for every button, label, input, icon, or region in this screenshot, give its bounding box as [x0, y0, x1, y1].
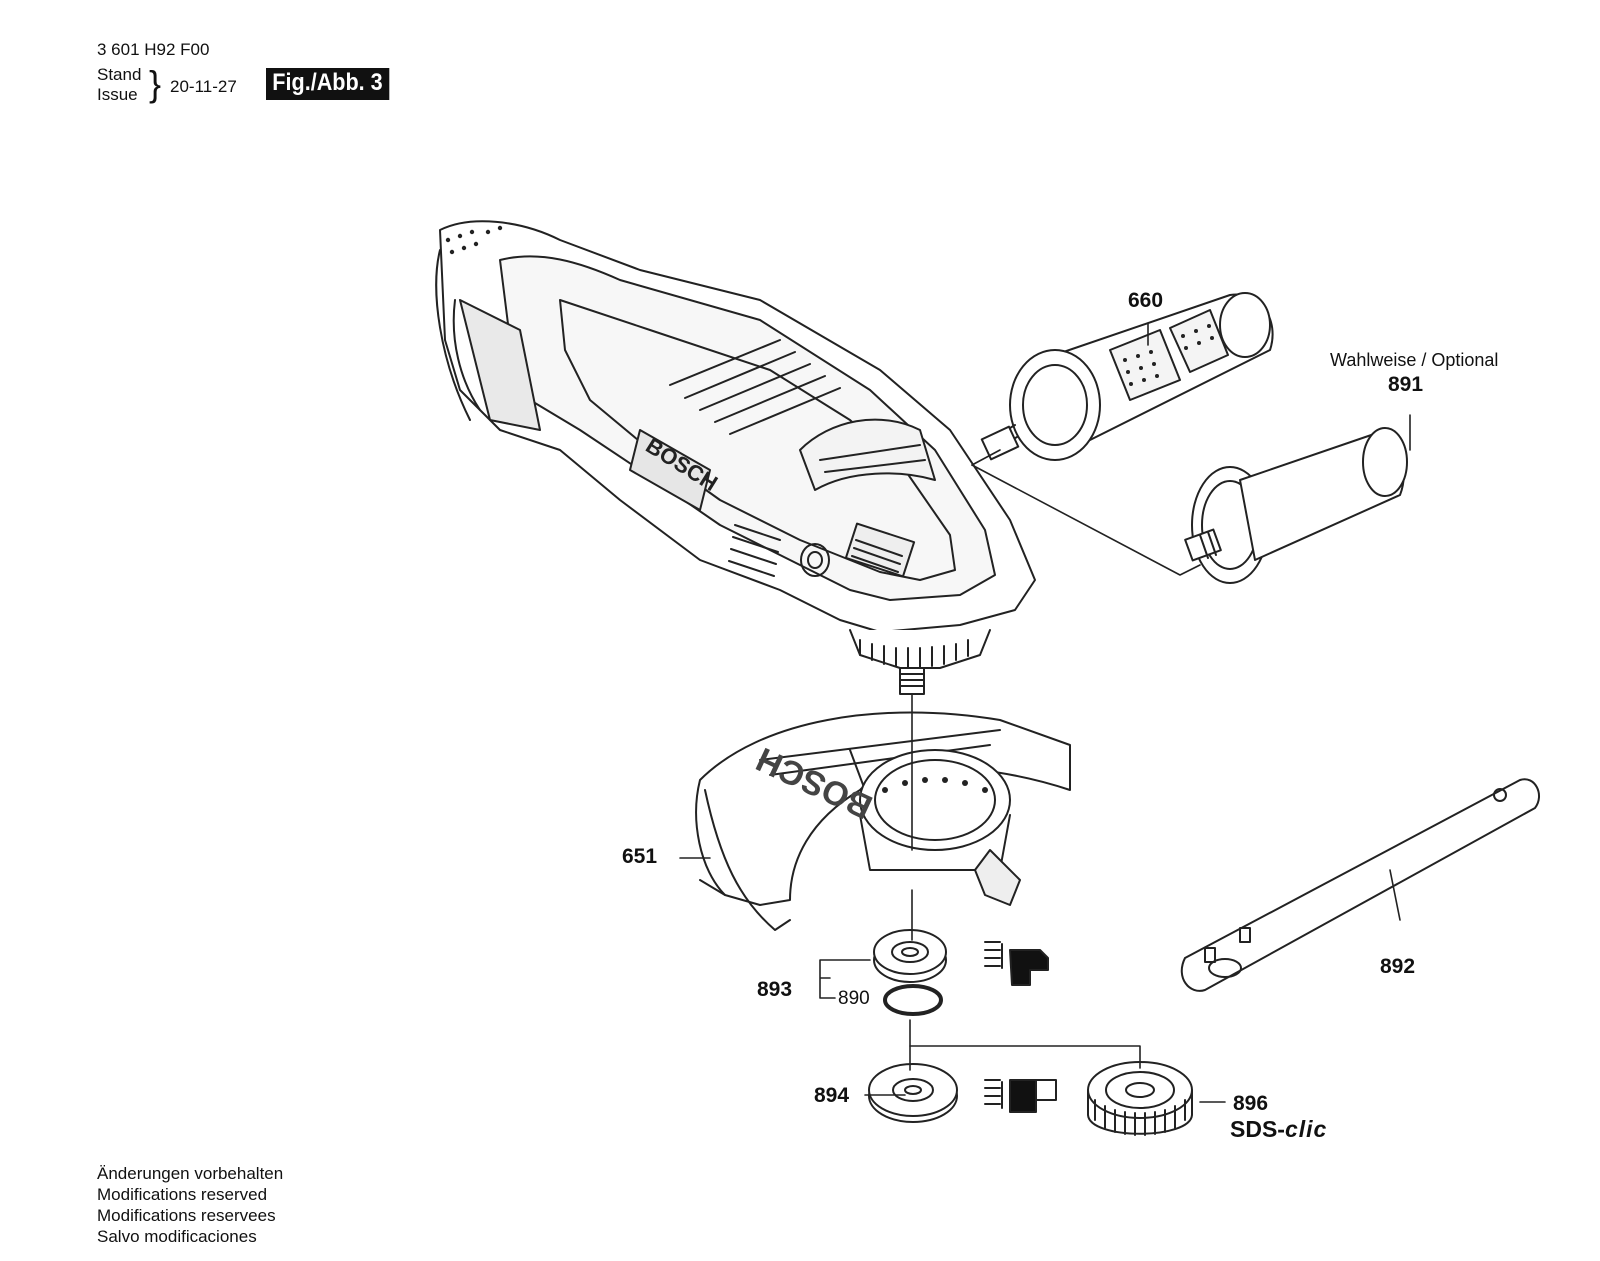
assembly-symbol-upper [984, 941, 1049, 986]
assembly-symbol-lower [984, 1079, 1057, 1113]
flange-894 [868, 1063, 958, 1123]
side-handle-891 [1184, 427, 1408, 584]
figure-label: Fig./Abb. 3 [266, 68, 390, 100]
wrench-892 [1180, 778, 1540, 992]
label-651: 651 [622, 845, 658, 868]
grinder-housing [435, 220, 1036, 695]
issue-date: 20-11-27 [170, 77, 237, 96]
guard-651 [695, 711, 1071, 931]
label-894: 894 [814, 1084, 850, 1107]
notice-de: Änderungen vorbehalten [97, 1164, 284, 1183]
side-handle-660 [980, 292, 1274, 461]
notice-en: Modifications reserved [97, 1185, 268, 1204]
sds-suffix: clic [1284, 1116, 1328, 1142]
sds-clic-logo: SDS-clic [1230, 1116, 1327, 1143]
notice-fr: Modifications reservees [97, 1206, 276, 1225]
label-896: 896 [1233, 1092, 1269, 1115]
label-890: 890 [838, 988, 870, 1009]
modifications-notice: Änderungen vorbehalten Modifications res… [97, 1163, 283, 1247]
label-660: 660 [1128, 289, 1164, 312]
label-893: 893 [757, 978, 793, 1001]
issue-label: Issue [97, 85, 138, 104]
label-892: 892 [1380, 955, 1416, 978]
optional-note: Wahlweise / Optional [1330, 350, 1499, 370]
o-ring-890 [883, 984, 943, 1016]
sds-prefix: SDS- [1230, 1116, 1285, 1142]
clamp-nut-896 [1087, 1061, 1193, 1136]
brace: } [149, 63, 162, 104]
flange-893 [873, 929, 947, 983]
part-number: 3 601 H92 F00 [97, 40, 210, 59]
stand-label: Stand [97, 65, 142, 84]
notice-es: Salvo modificaciones [97, 1227, 257, 1246]
label-891: 891 [1388, 373, 1424, 396]
